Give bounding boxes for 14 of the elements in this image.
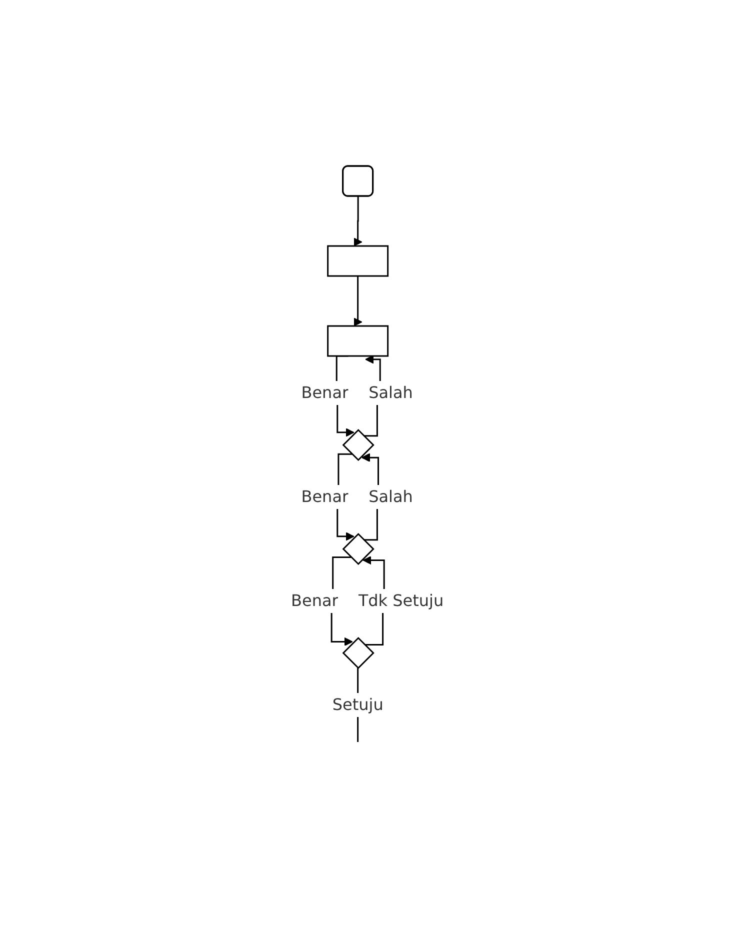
edge-label: Salah [368, 487, 413, 506]
edge-label: Salah [368, 383, 413, 402]
edge-label: Tdk Setuju [358, 591, 444, 610]
edge-label: Benar [290, 591, 338, 610]
node-diamond [342, 532, 374, 566]
node-box [326, 245, 388, 277]
edge-label: Benar [300, 383, 348, 402]
node-diamond [342, 428, 374, 462]
edge-label: Benar [300, 487, 348, 506]
arrow [353, 275, 362, 326]
node-box [326, 325, 388, 357]
arrow [353, 196, 362, 246]
node-diamond [342, 636, 374, 670]
edge-label: Setuju [332, 695, 384, 714]
